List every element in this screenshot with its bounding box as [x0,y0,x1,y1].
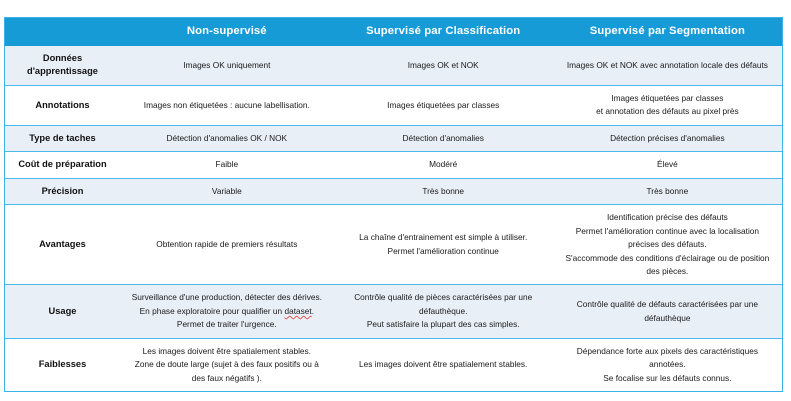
cell-unsupervised: Détection d'anomalies OK / NOK [119,124,334,152]
cell-line: Les images doivent être spatialement sta… [359,359,528,370]
cell-line: Permet l'amélioration continue avec la l… [575,225,760,250]
cell-classification: Les images doivent être spatialement sta… [333,337,553,392]
cell-line: Très bonne [422,185,465,196]
table-row: Précision Variable Très bonne Très bonne [5,177,782,205]
cell-line: Détection précises d'anomalies [610,132,725,143]
cell-unsupervised: Faible [119,151,334,179]
cell-line: Images non étiquetées : aucune labellisa… [143,99,310,110]
cell-segmentation: Dépendance forte aux pixels des caractér… [552,337,782,392]
table-row: Type de taches Détection d'anomalies OK /… [5,124,782,152]
cell-unsupervised: Surveillance d'une production, détecter … [119,284,334,339]
row-label-line: Annotations [35,99,90,110]
cell-line: Contrôle qualité de pièces caractérisées… [354,292,533,316]
cell-segmentation: Images OK et NOK avec annotation locale … [552,45,782,86]
comparison-table-container: Non-supervisé Supervisé par Classificati… [4,17,783,393]
cell-line: Zone de doute large (sujet à des faux po… [134,359,319,383]
cell-line: Identification précise des défauts [606,212,728,223]
row-label-line: Type de taches [29,132,96,143]
cell-unsupervised: Obtention rapide de premiers résultats [119,204,334,285]
cell-classification: Images étiquetées par classes [333,84,553,126]
cell-line: Surveillance d'une production, détecter … [131,292,322,303]
cell-segmentation: Images étiquetées par classes et annotati… [552,84,782,126]
cell-line: Images OK uniquement [183,59,271,70]
cell-line: Très bonne [646,185,689,196]
cell-line: Images OK et NOK avec annotation locale … [566,59,768,70]
row-label-line: Coût de préparation [18,159,107,170]
header-row: Non-supervisé Supervisé par Classificati… [5,18,782,46]
spellcheck-word: dataset [284,305,312,316]
cell-line: Permet de traiter l'urgence. [176,319,277,330]
cell-classification: Modéré [333,151,553,179]
table-row: Coût de préparation Faible Modéré Élevé [5,151,782,179]
cell-line: Se focalise sur les défauts connus. [603,372,732,383]
cell-unsupervised: Images non étiquetées : aucune labellisa… [119,84,334,126]
cell-line: Élevé [657,159,678,170]
cell-classification: La chaîne d'entrainement est simple à ut… [333,204,553,285]
row-label-line: Avantages [39,239,86,250]
cell-line: Permet l'amélioration continue [387,245,499,256]
cell-segmentation: Élevé [552,151,782,179]
cell-segmentation: Très bonne [552,177,782,205]
cell-line: Obtention rapide de premiers résultats [156,239,298,250]
cell-line: Images étiquetées par classes [387,99,500,110]
cell-unsupervised: Variable [119,177,334,205]
row-label: Avantages [5,204,120,285]
header-corner-cell [5,18,120,46]
cell-line: Détection d'anomalies [402,132,484,143]
row-label: Coût de préparation [5,151,120,179]
header-col-segmentation: Supervisé par Segmentation [552,18,782,46]
cell-line: Les images doivent être spatialement sta… [142,345,311,356]
cell-classification: Détection d'anomalies [333,124,553,152]
comparison-table: Non-supervisé Supervisé par Classificati… [5,18,782,392]
cell-line: Contrôle qualité de défauts caractérisée… [576,299,759,323]
cell-segmentation: Contrôle qualité de défauts caractérisée… [552,284,782,339]
cell-classification: Très bonne [333,177,553,205]
row-label: Faiblesses [5,337,120,392]
cell-line: Dépendance forte aux pixels des caractér… [576,345,759,370]
row-label-line: Données [42,52,83,63]
cell-segmentation: Détection précises d'anomalies [552,124,782,152]
cell-line: Modéré [429,159,458,170]
table-body: Données d'apprentissage Images OK uniqueme… [5,45,782,392]
table-header: Non-supervisé Supervisé par Classificati… [5,18,782,46]
cell-line: Images étiquetées par classes [611,92,724,103]
header-col-unsupervised: Non-supervisé [119,18,334,46]
table-row: Avantages Obtention rapide de premiers ré… [5,204,782,285]
row-label: Précision [5,177,120,205]
cell-line: Images OK et NOK [407,59,479,70]
cell-classification: Images OK et NOK [333,45,553,86]
table-row: Faiblesses Les images doivent être spatia… [5,337,782,392]
cell-classification: Contrôle qualité de pièces caractérisées… [333,284,553,339]
row-label: Type de taches [5,124,120,152]
cell-line: Peut satisfaire la plupart des cas simpl… [366,319,520,330]
cell-line: La chaîne d'entrainement est simple à ut… [359,232,528,243]
cell-line: et annotation des défauts au pixel près [596,106,739,117]
header-col-classification: Supervisé par Classification [333,18,553,46]
cell-line: S'accommode des conditions d'éclairage o… [565,252,770,276]
cell-unsupervised: Les images doivent être spatialement sta… [119,337,334,392]
table-row: Usage Surveillance d'une production, déte… [5,284,782,339]
cell-unsupervised: Images OK uniquement [119,45,334,86]
cell-line: Faible [215,159,239,170]
cell-line: Détection d'anomalies OK / NOK [166,132,288,143]
row-label-line: d'apprentissage [27,66,98,77]
cell-line: En phase exploratoire pour qualifier un … [139,305,314,316]
row-label-line: Usage [48,305,77,316]
row-label: Annotations [5,84,120,126]
cell-line: Variable [211,185,242,196]
table-row: Données d'apprentissage Images OK uniqueme… [5,45,782,86]
table-row: Annotations Images non étiquetées : aucun… [5,84,782,126]
row-label: Usage [5,284,120,339]
row-label-line: Précision [41,185,84,196]
row-label-line: Faiblesses [38,359,87,370]
row-label: Données d'apprentissage [5,45,120,86]
